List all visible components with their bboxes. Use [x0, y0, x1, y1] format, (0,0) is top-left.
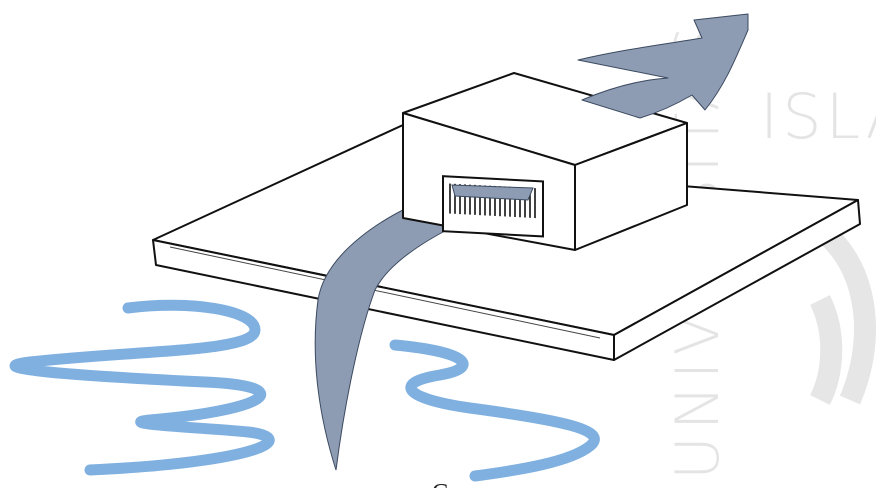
wave-left [15, 305, 269, 470]
watermark-top-text: ISLA [760, 80, 876, 153]
figure-caption-fragment: Ga [432, 480, 460, 488]
wave-right [395, 345, 594, 476]
vent-louver [443, 176, 543, 236]
